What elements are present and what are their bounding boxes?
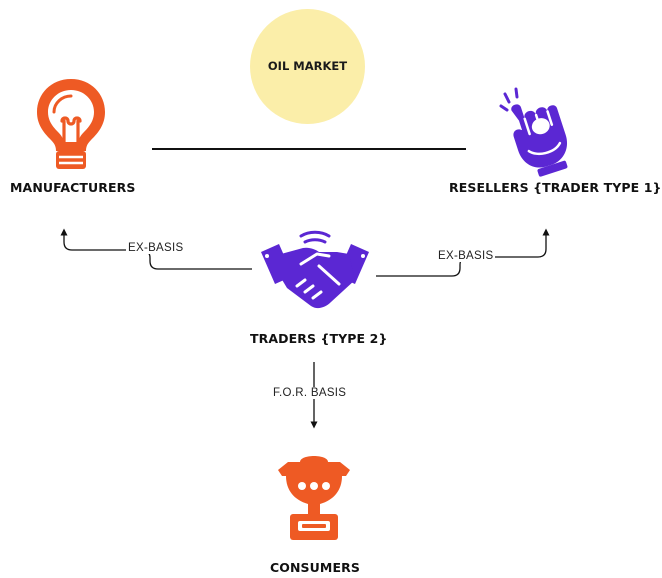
ex-basis-label-left: EX-BASIS [126, 242, 186, 254]
trophy-person-icon [278, 456, 350, 540]
handshake-icon [261, 230, 369, 309]
resellers-label: RESELLERS {TRADER TYPE 1} [449, 180, 662, 195]
ok-hand-icon [499, 87, 568, 177]
for-basis-label: F.O.R. BASIS [271, 387, 349, 399]
oil-market-label: OIL MARKET [267, 59, 348, 73]
traders-label: TRADERS {TYPE 2} [250, 331, 388, 346]
oil-market-circle [250, 9, 365, 124]
consumers-label: CONSUMERS [270, 560, 360, 575]
manufacturers-label: MANUFACTURERS [10, 180, 136, 195]
lightbulb-icon [37, 79, 105, 169]
ex-basis-label-right: EX-BASIS [436, 250, 496, 262]
